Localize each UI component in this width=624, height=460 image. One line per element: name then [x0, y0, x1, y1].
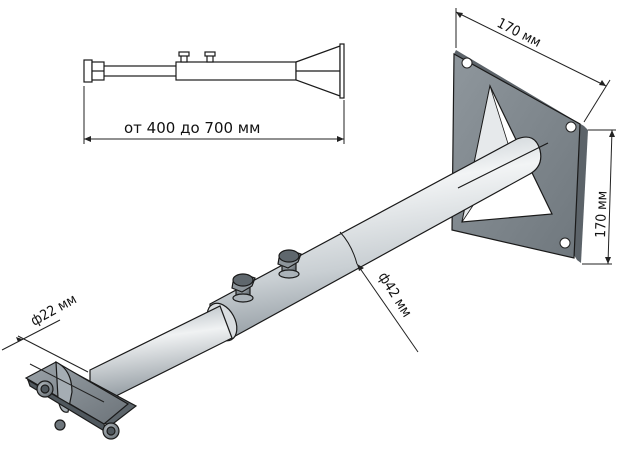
tube-bolt	[277, 249, 302, 279]
plate-height-dimension	[582, 129, 616, 265]
pipe-clamp	[24, 361, 138, 440]
plate-width-dimension	[455, 8, 611, 123]
length-range-label: от 400 до 700 мм	[124, 119, 260, 137]
outer-tube	[206, 136, 549, 342]
inner-diameter-label: ф22 мм	[28, 291, 79, 329]
plate-height-label: 170 мм	[593, 191, 611, 239]
inner-tube	[89, 305, 233, 403]
plate-width-label: 170 мм	[494, 15, 543, 51]
inner-diameter-dimension	[1, 319, 105, 403]
side-view-drawing	[83, 43, 345, 144]
outer-diameter-label: ф42 мм	[375, 270, 415, 321]
outer-diameter-dimension	[356, 263, 419, 353]
tube-bolt	[231, 273, 256, 303]
